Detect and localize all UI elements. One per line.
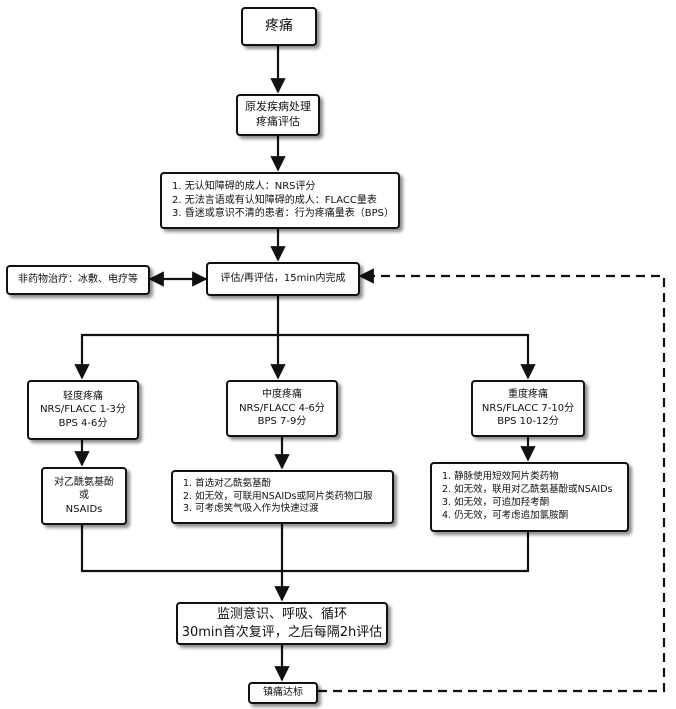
node-mild-line-2: NRS/FLACC 1-3分 bbox=[40, 404, 126, 416]
node-moderate-line-2: NRS/FLACC 4-6分 bbox=[239, 402, 325, 414]
node-mild-treatment: 对乙酰氨基酚 或 NSAIDs bbox=[41, 467, 127, 525]
node-primary-assessment: 原发疾病处理 疼痛评估 bbox=[236, 94, 320, 136]
node-severe-line-1: 重度疼痛 bbox=[508, 389, 548, 401]
node-severetx-line-1: 1. 静脉使用短效阿片类药物 bbox=[442, 471, 559, 483]
node-monitor-line-1: 监测意识、呼吸、循环 bbox=[216, 606, 347, 622]
node-moderatetx-line-1: 1. 首选对乙酰氨基酚 bbox=[183, 477, 272, 489]
node-monitoring: 监测意识、呼吸、循环 30min首次复评，之后每隔2h评估 bbox=[176, 602, 388, 645]
node-moderate-line-1: 中度疼痛 bbox=[262, 389, 302, 401]
node-severe-line-2: NRS/FLACC 7-10分 bbox=[481, 402, 575, 414]
node-mildtx-line-2: 或 bbox=[79, 490, 89, 502]
node-goal-text: 镇痛达标 bbox=[263, 687, 303, 699]
node-pain-text: 疼痛 bbox=[265, 18, 293, 35]
node-severe-line-3: BPS 10-12分 bbox=[497, 416, 559, 428]
node-reassess-text: 评估/再评估，15min内完成 bbox=[220, 273, 346, 285]
node-scales-line-1: 1. 无认知障碍的成人：NRS评分 bbox=[172, 181, 316, 193]
node-moderatetx-line-3: 3. 可考虑笑气吸入作为快速过渡 bbox=[183, 503, 319, 515]
node-monitor-line-2: 30min首次复评，之后每隔2h评估 bbox=[181, 624, 383, 640]
node-moderate-line-3: BPS 7-9分 bbox=[257, 416, 307, 428]
node-scales-line-2: 2. 无法言语或有认知障碍的成人：FLACC量表 bbox=[172, 194, 377, 206]
node-pain-scales: 1. 无认知障碍的成人：NRS评分 2. 无法言语或有认知障碍的成人：FLACC… bbox=[160, 172, 400, 229]
node-moderate-pain: 中度疼痛 NRS/FLACC 4-6分 BPS 7-9分 bbox=[226, 380, 338, 437]
node-non-drug-therapy: 非药物治疗：冰敷、电疗等 bbox=[6, 265, 150, 295]
node-reassess: 评估/再评估，15min内完成 bbox=[206, 262, 360, 296]
node-moderatetx-line-2: 2. 如无效，可联用NSAIDs或阿片类药物口服 bbox=[183, 490, 373, 502]
node-moderate-treatment: 1. 首选对乙酰氨基酚 2. 如无效，可联用NSAIDs或阿片类药物口服 3. … bbox=[171, 470, 394, 524]
node-severetx-line-4: 4. 仍无效，可考虑追加氯胺酮 bbox=[442, 509, 569, 521]
node-analgesia-goal: 镇痛达标 bbox=[248, 682, 318, 704]
node-mild-line-3: BPS 4-6分 bbox=[58, 417, 108, 429]
node-severe-treatment: 1. 静脉使用短效阿片类药物 2. 如无效，联用对乙酰氨基酚或NSAIDs 3.… bbox=[430, 462, 629, 532]
node-mildtx-line-1: 对乙酰氨基酚 bbox=[54, 476, 114, 488]
node-primary-line-2: 疼痛评估 bbox=[256, 115, 300, 128]
node-scales-line-3: 3. 昏迷或意识不清的患者：行为疼痛量表（BPS） bbox=[172, 208, 394, 220]
node-severetx-line-3: 3. 如无效，可追加羟考酮 bbox=[442, 497, 550, 508]
edge-goal-reassess-dashed bbox=[318, 268, 666, 693]
node-nondrug-text: 非药物治疗：冰敷、电疗等 bbox=[18, 274, 138, 286]
node-pain: 疼痛 bbox=[241, 7, 317, 46]
node-mild-line-1: 轻度疼痛 bbox=[63, 390, 103, 402]
node-mildtx-line-3: NSAIDs bbox=[65, 503, 103, 515]
node-severetx-line-2: 2. 如无效，联用对乙酰氨基酚或NSAIDs bbox=[442, 484, 613, 496]
node-mild-pain: 轻度疼痛 NRS/FLACC 1-3分 BPS 4-6分 bbox=[27, 380, 139, 440]
node-severe-pain: 重度疼痛 NRS/FLACC 7-10分 BPS 10-12分 bbox=[471, 380, 585, 437]
node-primary-line-1: 原发疾病处理 bbox=[245, 100, 311, 114]
